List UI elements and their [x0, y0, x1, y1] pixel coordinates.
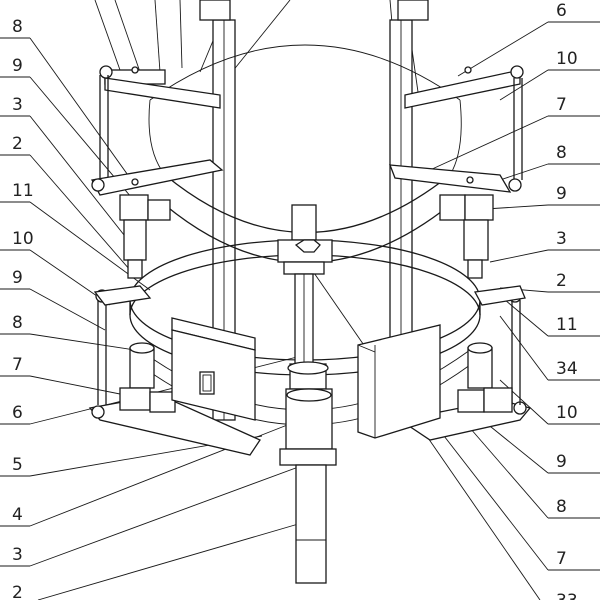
callout-left-8: 8	[12, 313, 23, 333]
callout-left-13: 3	[12, 545, 23, 565]
callout-left-2: 9	[12, 56, 23, 76]
callout-left-3: 3	[12, 95, 23, 115]
top-left-arm	[91, 65, 224, 279]
callout-left-6: 10	[12, 229, 34, 249]
callout-right-12: 8	[556, 497, 567, 517]
callout-left-14: 2	[12, 583, 23, 600]
callout-right-9: 34	[556, 359, 578, 379]
callout-left-7: 9	[12, 268, 23, 288]
lower-right-base	[398, 285, 532, 441]
callout-right-4: 8	[556, 143, 567, 163]
callout-right-6: 3	[556, 229, 567, 249]
callout-left-11: 5	[12, 455, 23, 475]
right-control-box	[357, 324, 441, 439]
callout-left-5: 11	[12, 181, 34, 201]
callout-right-1: 6	[556, 1, 567, 21]
callout-right-5: 9	[556, 184, 567, 204]
left-callouts: 8 9 3 2 11 10 9 8 7 6 5 4 3 2	[0, 17, 34, 600]
callout-right-3: 7	[556, 95, 567, 115]
callout-left-4: 2	[12, 134, 23, 154]
callout-left-12: 4	[12, 505, 23, 525]
top-right-arm	[389, 65, 524, 279]
right-callouts: 6 10 7 8 9 3 2 11 34 10 9 8 7 33	[548, 1, 600, 600]
callout-right-14: 33	[556, 591, 578, 600]
callout-right-2: 10	[556, 49, 578, 69]
callout-right-13: 7	[556, 549, 567, 569]
central-posts	[199, 0, 429, 421]
callout-right-8: 11	[556, 315, 578, 335]
callout-left-10: 6	[12, 403, 23, 423]
callout-left-9: 7	[12, 355, 23, 375]
callout-right-10: 10	[556, 403, 578, 423]
callout-right-7: 2	[556, 271, 567, 291]
lower-left-base	[88, 285, 261, 456]
callout-left-1: 8	[12, 17, 23, 37]
central-column	[277, 204, 337, 584]
left-control-box	[171, 317, 256, 421]
callout-right-11: 9	[556, 452, 567, 472]
